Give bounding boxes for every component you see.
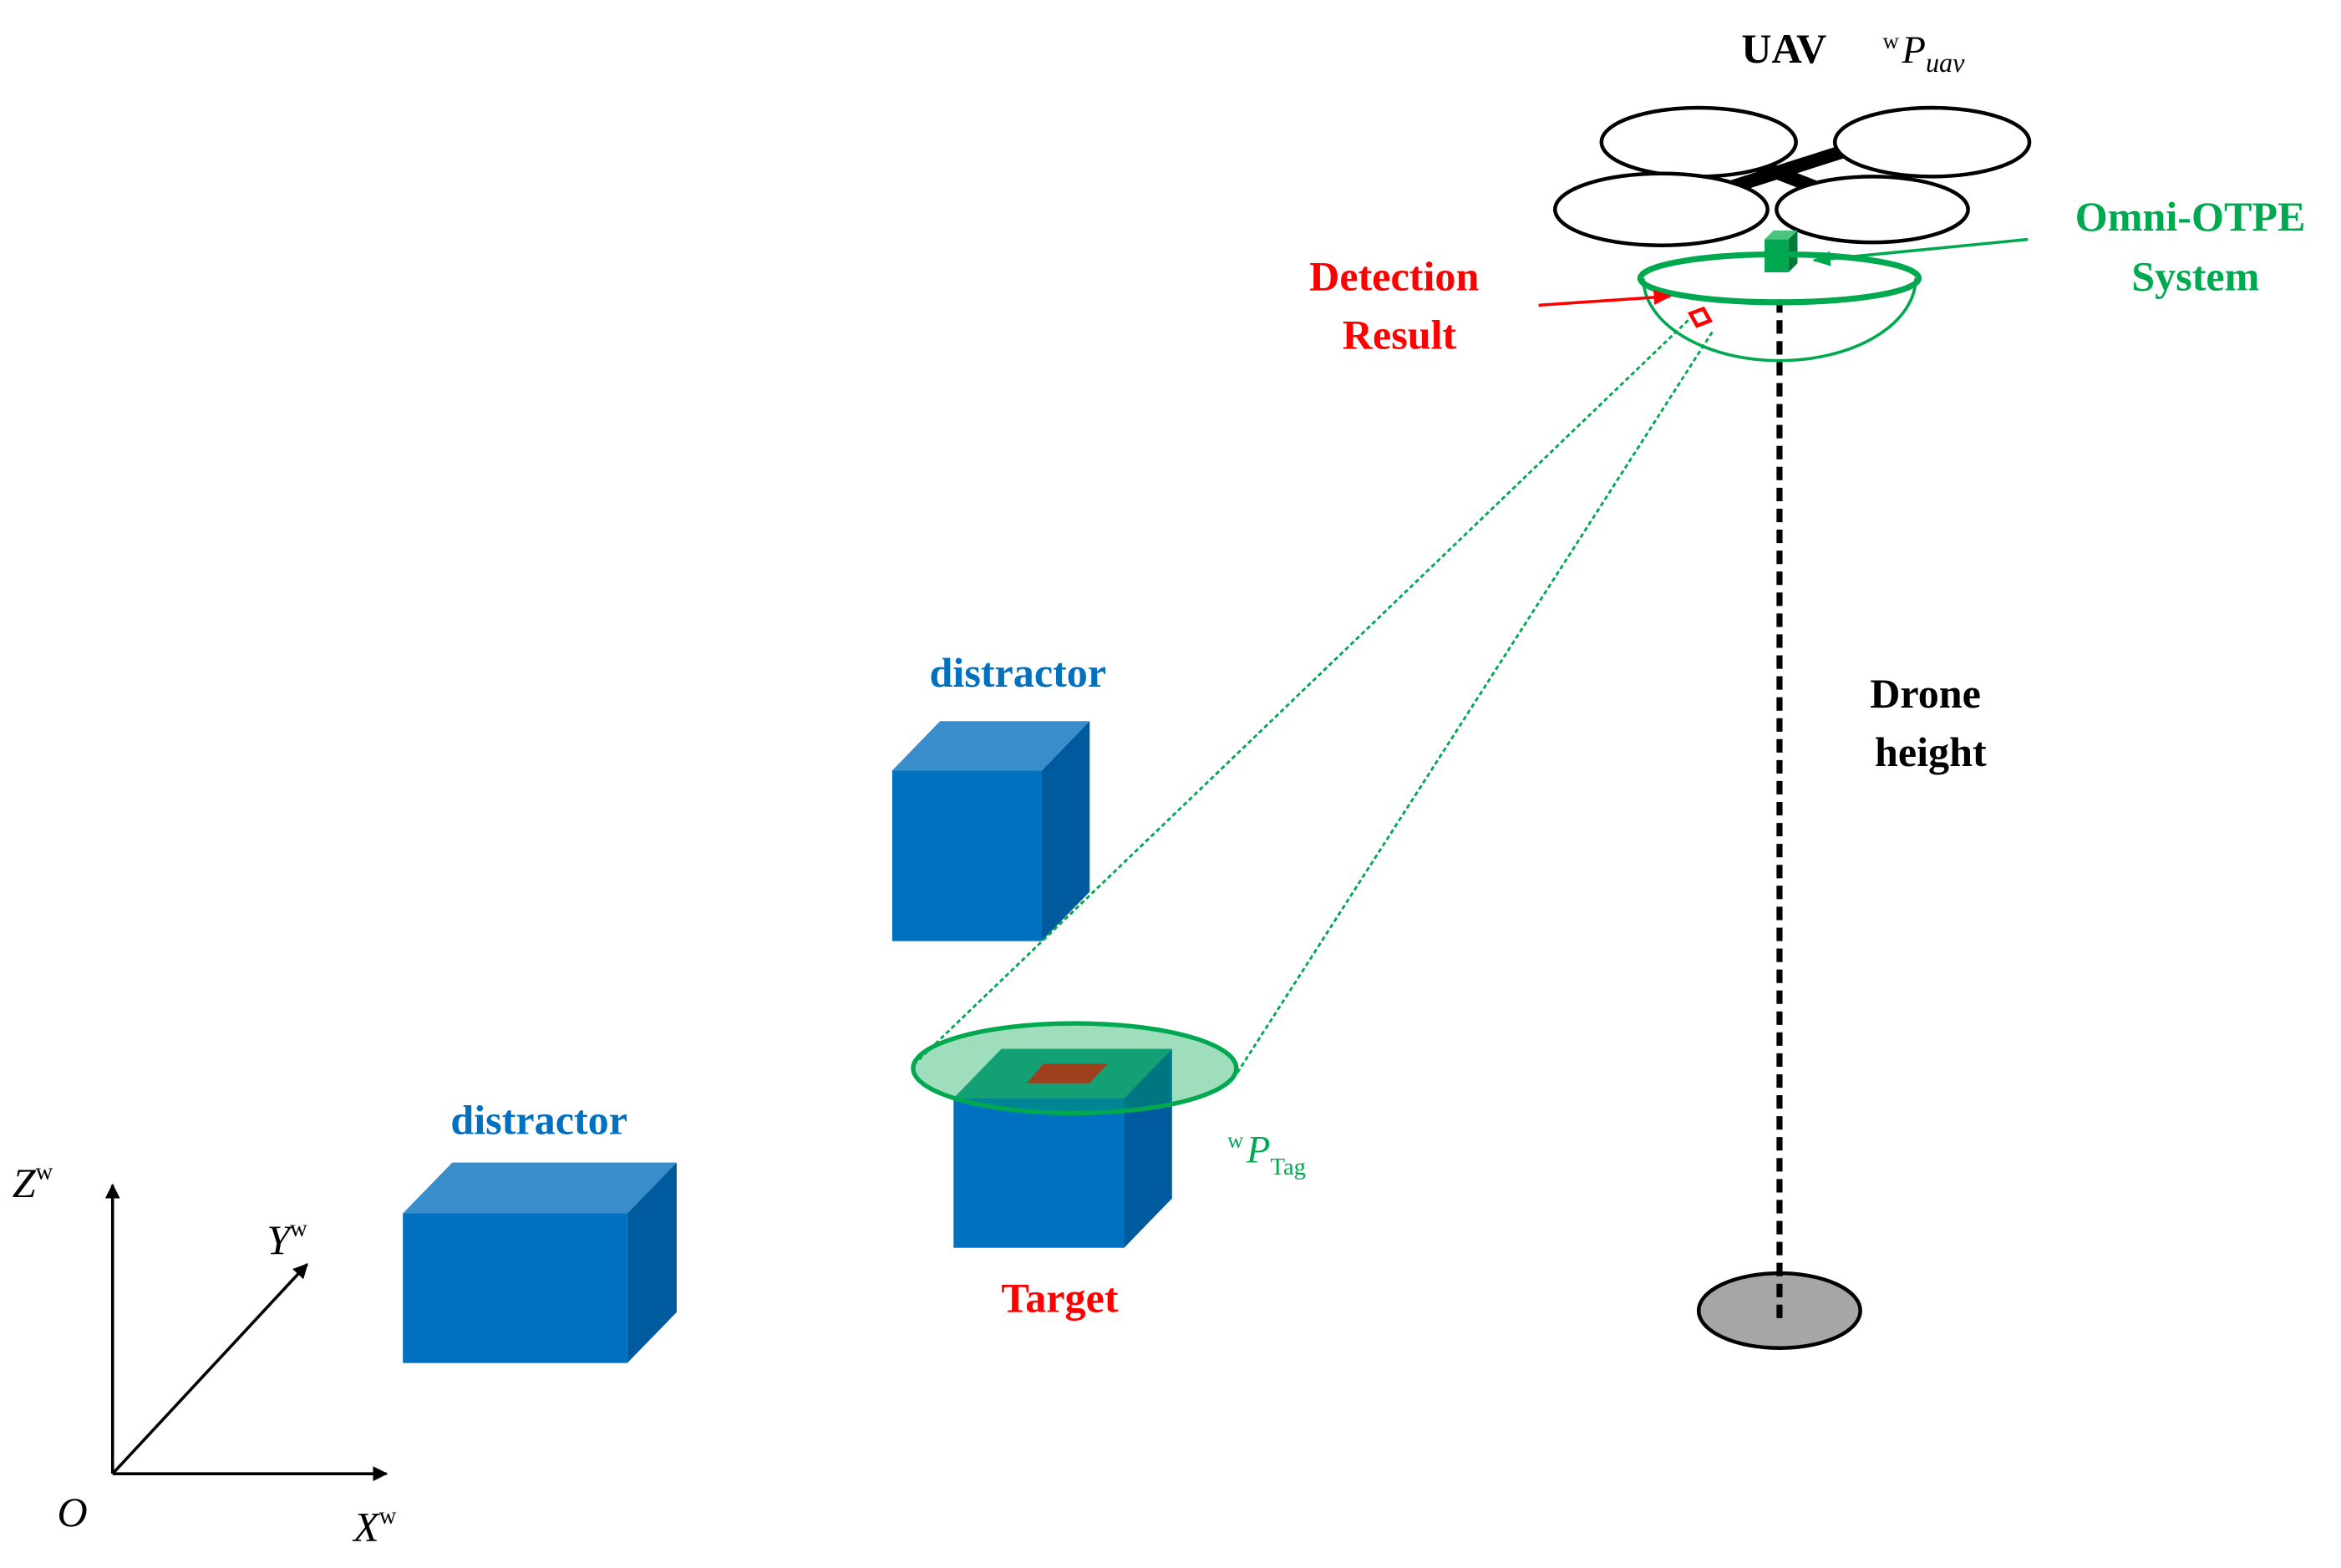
uav-camera-side <box>1788 230 1798 272</box>
omni-callout-arrow <box>1812 237 2029 266</box>
target-front-face <box>953 1098 1125 1248</box>
y-axis-label: Yw <box>267 1215 307 1262</box>
z-axis-label: Zw <box>13 1158 53 1205</box>
uav-label: UAV <box>1741 25 1826 72</box>
target-tag-marker <box>1027 1063 1108 1083</box>
y-axis-arrow <box>111 1263 308 1475</box>
target-side-face <box>1124 1048 1172 1248</box>
target-box <box>953 1048 1172 1248</box>
detection-result-marker <box>1688 306 1714 328</box>
omni-hemisphere-outline <box>1642 278 1917 363</box>
uav-rotor-back-right <box>1832 105 2032 179</box>
distractor-box-upper <box>891 721 1090 941</box>
target-pose-ellipse <box>911 1021 1239 1116</box>
uav-rotor-front-left <box>1553 171 1770 247</box>
detection-callout-arrow <box>1538 290 1672 307</box>
distractor-upper-front-face <box>891 770 1042 941</box>
drone-height-label: Drone height <box>1870 670 1991 775</box>
distractor-upper-top-face <box>891 721 1090 771</box>
distractor-label-upper: distractor <box>930 649 1107 696</box>
projection-line-right <box>1235 331 1714 1075</box>
uav-camera-top <box>1765 230 1798 240</box>
omni-otpe-label: Omni-OTPE System <box>2075 193 2316 300</box>
origin-label: O <box>57 1489 87 1535</box>
world-axes: Zw Yw Xw O <box>13 1158 397 1550</box>
distractor-lower-front-face <box>403 1213 627 1363</box>
target-label: Target <box>1001 1275 1118 1322</box>
distractor-label-lower: distractor <box>450 1097 627 1144</box>
projection-line-left <box>915 319 1689 1063</box>
uav-quadcopter <box>1553 105 2032 272</box>
uav-rotor-back-left <box>1599 105 1798 179</box>
distractor-upper-side-face <box>1041 721 1090 941</box>
omni-ring-ellipse <box>1637 251 1922 306</box>
distractor-box-lower <box>403 1162 677 1363</box>
distractor-lower-top-face <box>403 1162 677 1214</box>
uav-rotor-front-right <box>1775 175 1970 245</box>
x-axis-label: Xw <box>352 1502 397 1550</box>
distractor-lower-side-face <box>627 1162 677 1363</box>
detection-result-label: Detection Result <box>1309 252 1490 358</box>
